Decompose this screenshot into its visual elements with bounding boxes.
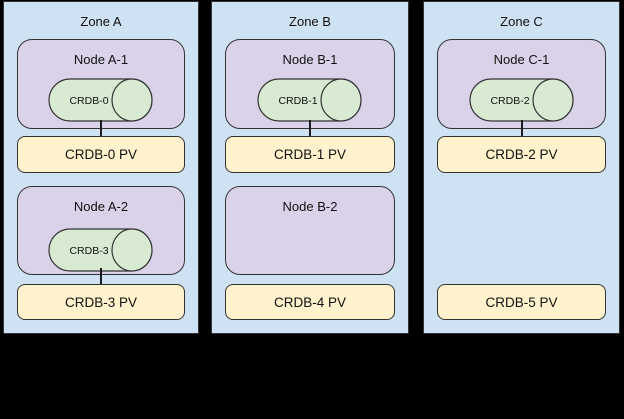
zone-a: Zone A Node A-1 CRDB-0 CRDB-0 PV Node A-… bbox=[3, 1, 199, 334]
zone-c-label: Zone C bbox=[500, 14, 543, 29]
pv-label: CRDB-1 PV bbox=[273, 147, 346, 162]
cylinder-label: CRDB-2 bbox=[490, 95, 529, 107]
node-b1: Node B-1 CRDB-1 bbox=[225, 39, 395, 129]
pv-crdb2: CRDB-2 PV bbox=[437, 136, 606, 173]
node-a1-label: Node A-1 bbox=[73, 52, 129, 67]
node-a1: Node A-1 CRDB-0 bbox=[17, 39, 185, 129]
zone-a-label: Zone A bbox=[80, 14, 122, 29]
node-b1-label: Node B-1 bbox=[282, 52, 338, 67]
pv-crdb3: CRDB-3 PV bbox=[17, 284, 185, 320]
connector-line bbox=[100, 120, 102, 137]
connector-line bbox=[520, 120, 523, 137]
pv-crdb1: CRDB-1 PV bbox=[225, 136, 395, 173]
zone-b: Zone B Node B-1 CRDB-1 CRDB-1 PV Node B-… bbox=[211, 1, 409, 334]
pv-label: CRDB-4 PV bbox=[273, 294, 346, 310]
pv-label: CRDB-5 PV bbox=[485, 294, 558, 310]
database-cylinder-icon: CRDB-0 bbox=[48, 78, 153, 122]
cylinder-label: CRDB-1 bbox=[278, 95, 317, 107]
pv-label: CRDB-3 PV bbox=[64, 294, 137, 310]
pv-label: CRDB-2 PV bbox=[485, 147, 558, 162]
node-a2: Node A-2 CRDB-3 bbox=[17, 186, 185, 275]
database-cylinder-icon: CRDB-1 bbox=[257, 78, 362, 122]
connector-line bbox=[309, 120, 311, 137]
pv-crdb0: CRDB-0 PV bbox=[17, 136, 185, 173]
cylinder-label: CRDB-3 bbox=[69, 245, 108, 257]
pv-crdb5: CRDB-5 PV bbox=[437, 284, 606, 320]
zone-b-label: Zone B bbox=[289, 14, 331, 29]
node-c1: Node C-1 CRDB-2 bbox=[437, 39, 606, 129]
node-b2-label: Node B-2 bbox=[282, 199, 338, 214]
connector-line bbox=[100, 268, 102, 285]
node-c1-label: Node C-1 bbox=[493, 52, 550, 67]
database-cylinder-icon: CRDB-2 bbox=[468, 78, 574, 122]
cylinder-label: CRDB-0 bbox=[69, 95, 108, 107]
zone-c: Zone C Node C-1 CRDB-2 CRDB-2 PV CRDB-5 … bbox=[423, 1, 620, 334]
pv-label: CRDB-0 PV bbox=[64, 147, 137, 162]
pv-crdb4: CRDB-4 PV bbox=[225, 284, 395, 320]
node-a2-label: Node A-2 bbox=[73, 199, 129, 214]
database-cylinder-icon: CRDB-3 bbox=[48, 228, 153, 272]
node-b2: Node B-2 bbox=[225, 186, 395, 275]
